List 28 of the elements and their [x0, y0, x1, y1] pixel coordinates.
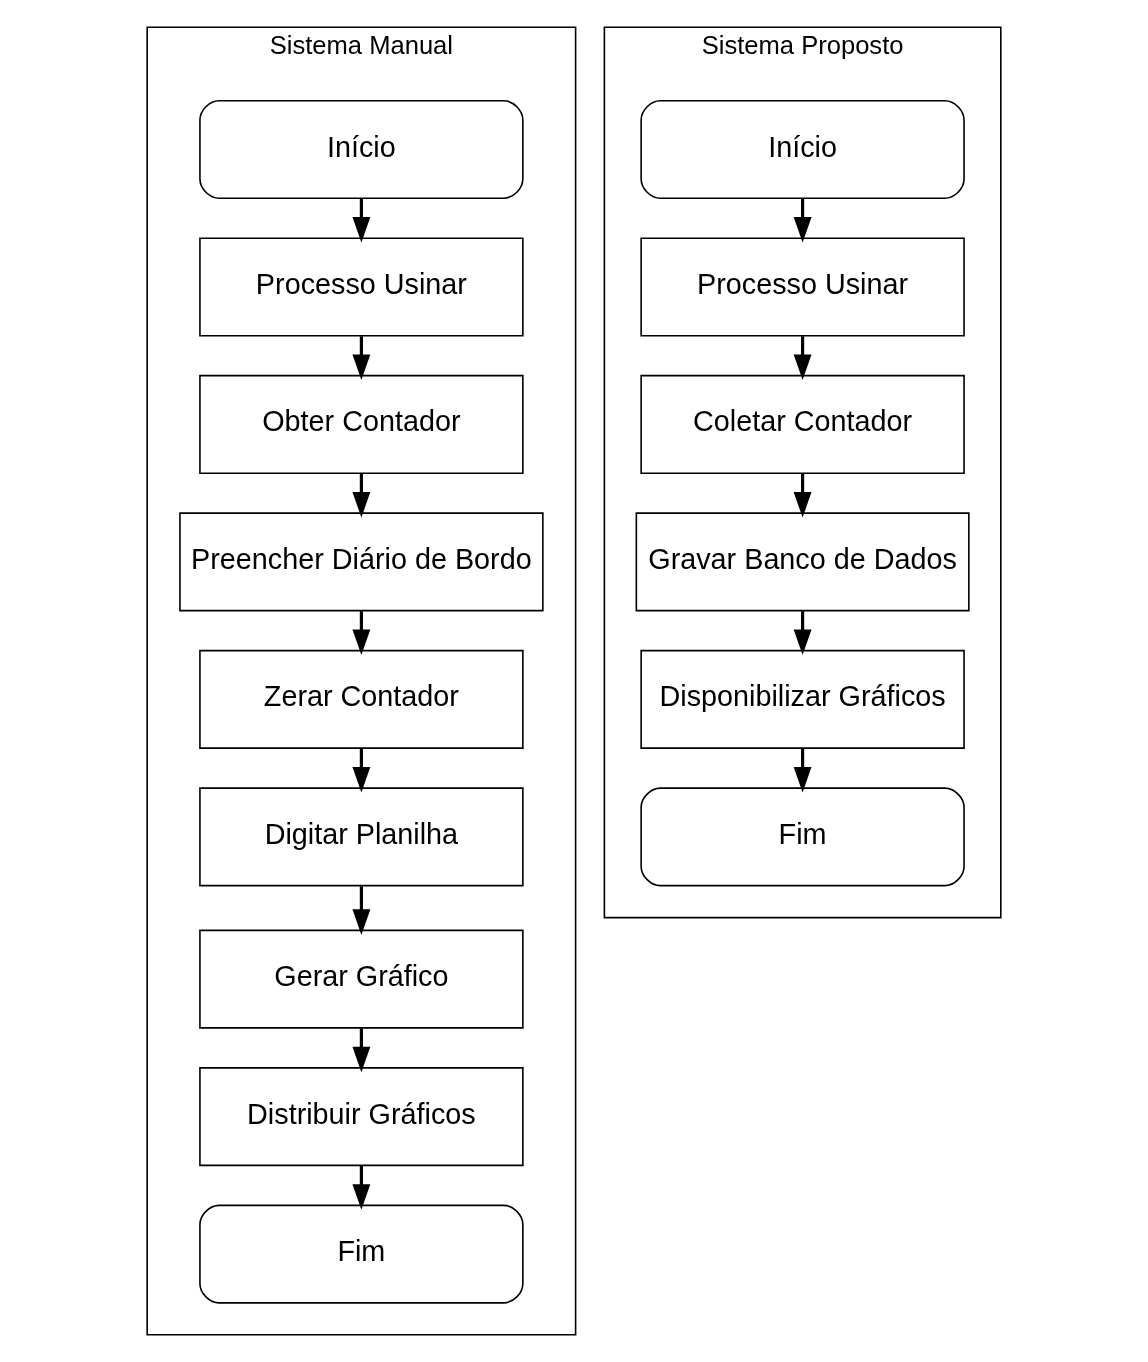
arrow — [793, 748, 812, 793]
node-box: Digitar Planilha — [199, 787, 524, 887]
arrow — [793, 473, 812, 518]
node-box: Início — [640, 99, 965, 200]
arrow — [793, 611, 812, 656]
node-box: Obter Contador — [199, 374, 524, 474]
node-box: Fim — [199, 1204, 524, 1304]
arrow — [793, 198, 812, 243]
node-box: Fim — [640, 787, 965, 887]
arrow — [352, 748, 371, 793]
node-box: Processo Usinar — [640, 237, 965, 337]
node-box: Disponibilizar Gráficos — [640, 649, 965, 749]
arrow — [352, 886, 371, 935]
node-box: Preencher Diário de Bordo — [179, 512, 544, 612]
arrow — [793, 336, 812, 381]
node-box: Gravar Banco de Dados — [635, 512, 970, 612]
node-box: Coletar Contador — [640, 374, 965, 474]
arrow — [352, 611, 371, 656]
node-box: Distribuir Gráficos — [199, 1067, 524, 1167]
node-box: Processo Usinar — [199, 237, 524, 337]
arrow — [352, 198, 371, 243]
node-box: Gerar Gráfico — [199, 929, 524, 1029]
arrow — [352, 1165, 371, 1210]
node-box: Início — [199, 99, 524, 200]
arrow — [352, 336, 371, 381]
arrow — [352, 473, 371, 518]
node-box: Zerar Contador — [199, 649, 524, 749]
arrow — [352, 1028, 371, 1073]
